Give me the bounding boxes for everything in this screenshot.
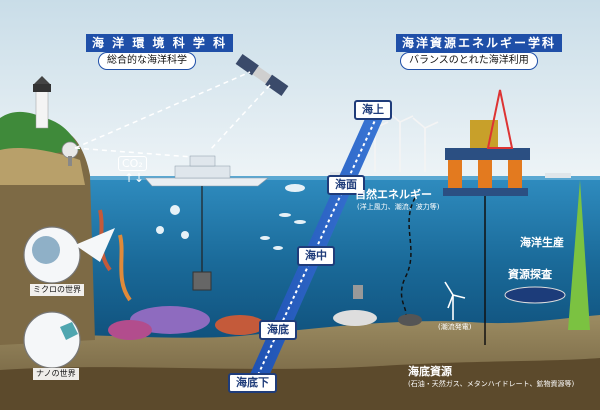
energy-label: 自然エネルギー [355, 188, 432, 201]
marine-life [156, 184, 306, 250]
production-marker [568, 180, 590, 330]
sea-surface [0, 176, 600, 180]
cliff-vegetation [0, 111, 80, 160]
seabed-resources-detail: (石油・天然ガス、メタンハイドレート、鉱物資源等) [408, 380, 575, 388]
co2-exchange-icon: ↑↓ [124, 171, 145, 185]
depth-tag-below: 海底下 [228, 373, 277, 393]
production-label: 海洋生産 [520, 236, 564, 249]
satellite [235, 54, 289, 96]
nano-world-bubble [23, 311, 81, 369]
left-title: 海 洋 環 境 科 学 科 [86, 34, 234, 52]
research-ship [144, 155, 269, 187]
seafloor-vehicle [398, 314, 422, 326]
distant-ship [545, 173, 571, 178]
nano-world-caption: ナノの世界 [33, 368, 79, 380]
nano-structure [60, 322, 78, 340]
tidal-turbine [444, 281, 466, 320]
seafloor-rock [333, 310, 377, 326]
depth-tag-surface: 海面 [327, 175, 365, 195]
power-cable [400, 197, 416, 319]
depth-tag-bottom: 海底 [259, 320, 297, 340]
exploration-label: 資源探査 [508, 268, 552, 281]
right-title: 海洋資源エネルギー学科 [396, 34, 563, 52]
antenna-dish [61, 141, 79, 159]
exploration-vehicle [504, 286, 566, 304]
seabed-resources-label: 海底資源 [408, 365, 452, 378]
depth-tag-middle: 海中 [297, 246, 335, 266]
right-subtitle: バランスのとれた海洋利用 [400, 52, 538, 70]
sampling-instrument [192, 271, 212, 291]
energy-detail: (洋上風力、潮流、波力等) [357, 203, 440, 211]
depth-tag-surface-top: 海上 [354, 100, 392, 120]
coral-reef [98, 209, 265, 340]
micro-organism [32, 236, 60, 264]
offshore-platform [443, 89, 530, 196]
micro-world-caption: ミクロの世界 [30, 284, 84, 296]
comm-links [74, 71, 271, 159]
bubble-pointer [75, 228, 115, 262]
cliff-top [0, 148, 85, 185]
lighthouse-lamp [33, 84, 51, 92]
left-subtitle: 総合的な海洋科学 [98, 52, 196, 70]
vent [353, 285, 363, 299]
tidal-label: (潮流発電) [438, 323, 472, 331]
sub-seafloor [0, 358, 600, 410]
lighthouse-tower [35, 89, 49, 129]
co2-label: CO₂ [118, 156, 147, 171]
